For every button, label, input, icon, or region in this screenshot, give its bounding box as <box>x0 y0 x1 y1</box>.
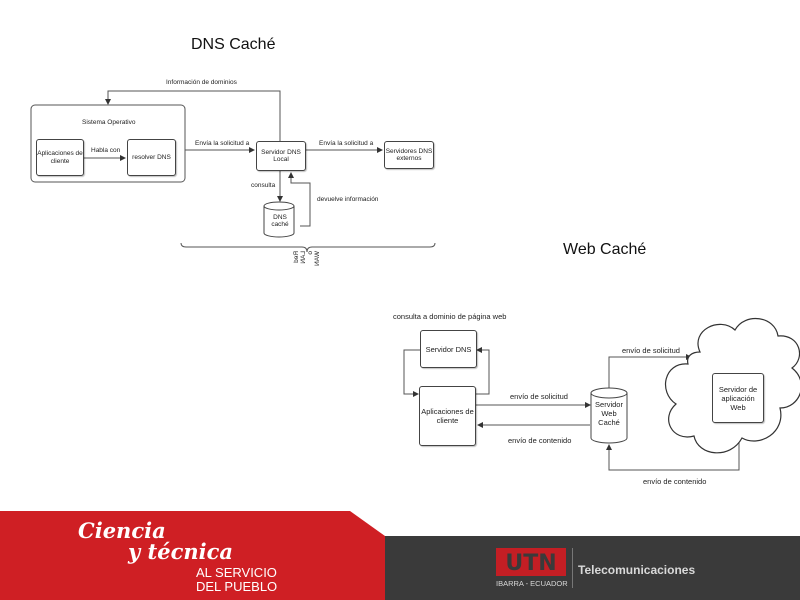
slogan-ciencia: Ciencia <box>78 518 166 543</box>
dns-cache-label: DNS caché <box>266 214 294 229</box>
servidores-dns-externos-box: Servidores DNS externos <box>384 141 434 169</box>
slogan-al-servicio: AL SERVICIO <box>196 565 277 580</box>
arrow-dns-to-app <box>403 349 420 397</box>
aplicaciones-cliente-web-box: Aplicaciones de cliente <box>419 386 476 446</box>
red-label: Red <box>293 251 300 263</box>
o-label: o <box>307 251 314 255</box>
sistema-operativo-label: Sistema Operativo <box>82 119 136 126</box>
resolver-dns-box: resolver DNS <box>127 139 176 176</box>
utn-logo-icon: UTN <box>496 548 566 576</box>
devuelve-informacion-label: devuelve información <box>317 196 379 203</box>
envio-contenido-1-label: envío de contenido <box>508 436 572 445</box>
aplicaciones-line1: Aplicaciones de <box>37 150 83 158</box>
web-cache-server-label: Servidor Web Caché <box>591 400 627 427</box>
slogan-del-pueblo: DEL PUEBLO <box>196 579 278 594</box>
wan-label: WAN <box>314 251 321 266</box>
server-line3: Web <box>730 402 746 412</box>
server-line2: aplicación <box>721 393 755 403</box>
footer-red-band <box>0 511 385 600</box>
lan-label: LAN <box>300 251 307 264</box>
dns-cache-line1: DNS <box>273 214 287 221</box>
dns-cache-cylinder <box>263 201 295 238</box>
consulta-label: consulta <box>251 182 276 189</box>
info-dominios-label: Información de dominios <box>166 79 237 86</box>
web-cache-line3: Caché <box>598 418 620 427</box>
envio-contenido-2-label: envío de contenido <box>643 477 707 486</box>
servidor-local-line2: Local <box>273 156 289 163</box>
web-aplicaciones-line1: Aplicaciones de <box>421 407 474 416</box>
servidor-dns-local-box: Servidor DNS Local <box>256 141 306 171</box>
ibarra-ecuador-label: IBARRA - ECUADOR <box>496 579 568 588</box>
aplicaciones-line2: cliente <box>50 157 70 165</box>
externos-line1: Servidores DNS <box>385 147 433 155</box>
utn-logo-text: UTN <box>505 551 556 576</box>
arrow-envio-solicitud-2 <box>608 354 692 388</box>
arrow-envio-contenido-2 <box>606 423 740 471</box>
externos-line2: externos <box>396 155 422 162</box>
slogan-tecnica: y técnica <box>128 539 233 564</box>
servidor-aplicacion-web-box: Servidor de aplicación Web <box>712 373 764 423</box>
arrow-info-dominios <box>105 90 281 141</box>
envio-solicitud-2-label: envío de solicitud <box>622 346 680 355</box>
habla-con-label: Habla con <box>91 147 121 154</box>
envia-solicitud-1-label: Envía la solicitud a <box>195 140 250 147</box>
servidor-local-line1: Servidor DNS <box>261 148 301 156</box>
telecomunicaciones-label: Telecomunicaciones <box>578 563 696 577</box>
aplicaciones-cliente-box: Aplicaciones de cliente <box>36 139 84 176</box>
resolver-dns-label: resolver DNS <box>132 153 171 161</box>
web-cache-line1: Servidor <box>595 400 623 409</box>
footer-grey-band <box>340 536 800 600</box>
envio-solicitud-1-label: envío de solicitud <box>510 392 568 401</box>
servidor-dns-label: Servidor DNS <box>425 344 472 354</box>
servidor-dns-box: Servidor DNS <box>420 330 477 368</box>
footer-divider <box>572 548 573 588</box>
envia-solicitud-2-label: Envía la solicitud a <box>319 140 374 147</box>
web-cache-cylinder <box>590 387 628 444</box>
arrow-devuelve <box>288 172 311 227</box>
consulta-dominio-label: consulta a dominio de página web <box>393 312 507 321</box>
network-label: Red LAN o WAN <box>288 251 328 286</box>
server-line1: Servidor de <box>718 384 758 394</box>
dns-cache-title: DNS Caché <box>191 36 276 53</box>
web-cache-title: Web Caché <box>563 241 647 258</box>
web-aplicaciones-line2: cliente <box>436 416 459 425</box>
web-cache-line2: Web <box>601 409 617 418</box>
dns-cache-line2: caché <box>271 221 289 229</box>
arrow-app-to-dns <box>475 347 490 395</box>
network-brace <box>180 242 436 253</box>
